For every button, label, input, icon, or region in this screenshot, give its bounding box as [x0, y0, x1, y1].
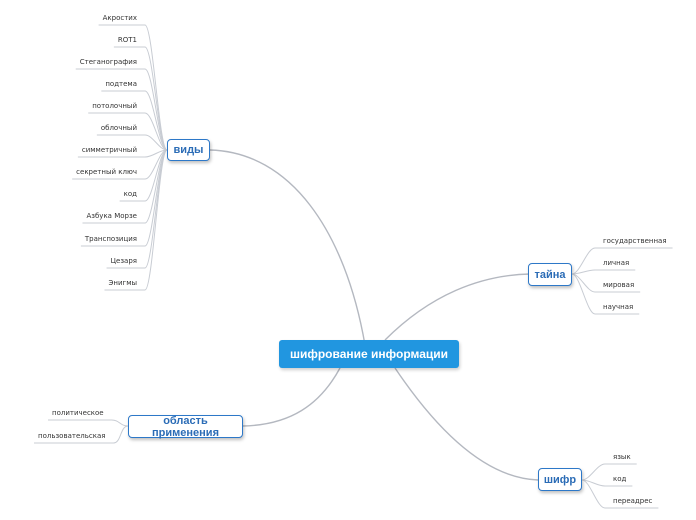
leaf-tayna-link-0: [571, 247, 673, 275]
topic-vidy[interactable]: виды: [167, 139, 210, 161]
leaf-vidy-12[interactable]: Энигмы: [108, 279, 138, 287]
leaf-vidy-0[interactable]: Акростих: [102, 14, 137, 22]
leaf-vidy-6[interactable]: симметричный: [81, 146, 137, 154]
leaf-tayna-2[interactable]: мировая: [603, 281, 635, 289]
link-vidy: [209, 149, 366, 346]
leaf-shifr-link-2: [581, 479, 659, 509]
leaf-shifr-1[interactable]: код: [613, 475, 627, 483]
leaf-tayna-0[interactable]: государственная: [603, 237, 667, 245]
topic-oblast[interactable]: область применения: [128, 415, 243, 439]
leaf-vidy-link-12: [104, 149, 168, 291]
leaf-oblast-link-1: [34, 425, 129, 444]
leaf-oblast-link-0: [48, 419, 129, 427]
leaf-vidy-4[interactable]: потолочный: [92, 102, 137, 110]
leaf-tayna-link-3: [571, 273, 640, 315]
leaf-tayna-link-1: [571, 269, 636, 275]
leaf-vidy-3[interactable]: подтема: [105, 80, 137, 88]
leaf-shifr-2[interactable]: переадрес: [613, 497, 653, 505]
leaf-vidy-link-6: [77, 149, 168, 158]
leaf-tayna-3[interactable]: научная: [603, 303, 634, 311]
leaf-vidy-9[interactable]: Азбука Морзе: [86, 212, 137, 220]
link-shifr: [394, 367, 539, 481]
leaf-oblast-0[interactable]: политическое: [52, 409, 104, 417]
leaf-vidy-10[interactable]: Транспозиция: [84, 235, 137, 243]
leaf-vidy-11[interactable]: Цезаря: [110, 257, 137, 265]
leaf-connectors: [34, 24, 673, 509]
link-tayna: [384, 273, 531, 341]
link-oblast: [242, 367, 341, 427]
topic-shifr[interactable]: шифр: [538, 468, 582, 491]
leaf-vidy-link-5: [96, 134, 168, 151]
central-topic[interactable]: шифрование информации: [279, 340, 459, 368]
leaf-vidy-8[interactable]: код: [123, 190, 137, 198]
leaf-vidy-1[interactable]: ROT1: [117, 36, 137, 44]
leaf-vidy-5[interactable]: облочный: [100, 124, 137, 132]
leaf-vidy-2[interactable]: Стеганография: [79, 58, 137, 66]
leaf-shifr-link-0: [581, 463, 637, 481]
leaf-shifr-0[interactable]: язык: [613, 453, 631, 461]
topic-tayna[interactable]: тайна: [528, 263, 572, 286]
leaf-tayna-1[interactable]: личная: [603, 259, 630, 267]
leaf-vidy-7[interactable]: секретный ключ: [76, 168, 137, 176]
leaf-vidy-link-4: [88, 112, 168, 151]
leaf-oblast-1[interactable]: пользовательская: [38, 432, 106, 440]
leaf-shifr-link-1: [581, 479, 633, 487]
